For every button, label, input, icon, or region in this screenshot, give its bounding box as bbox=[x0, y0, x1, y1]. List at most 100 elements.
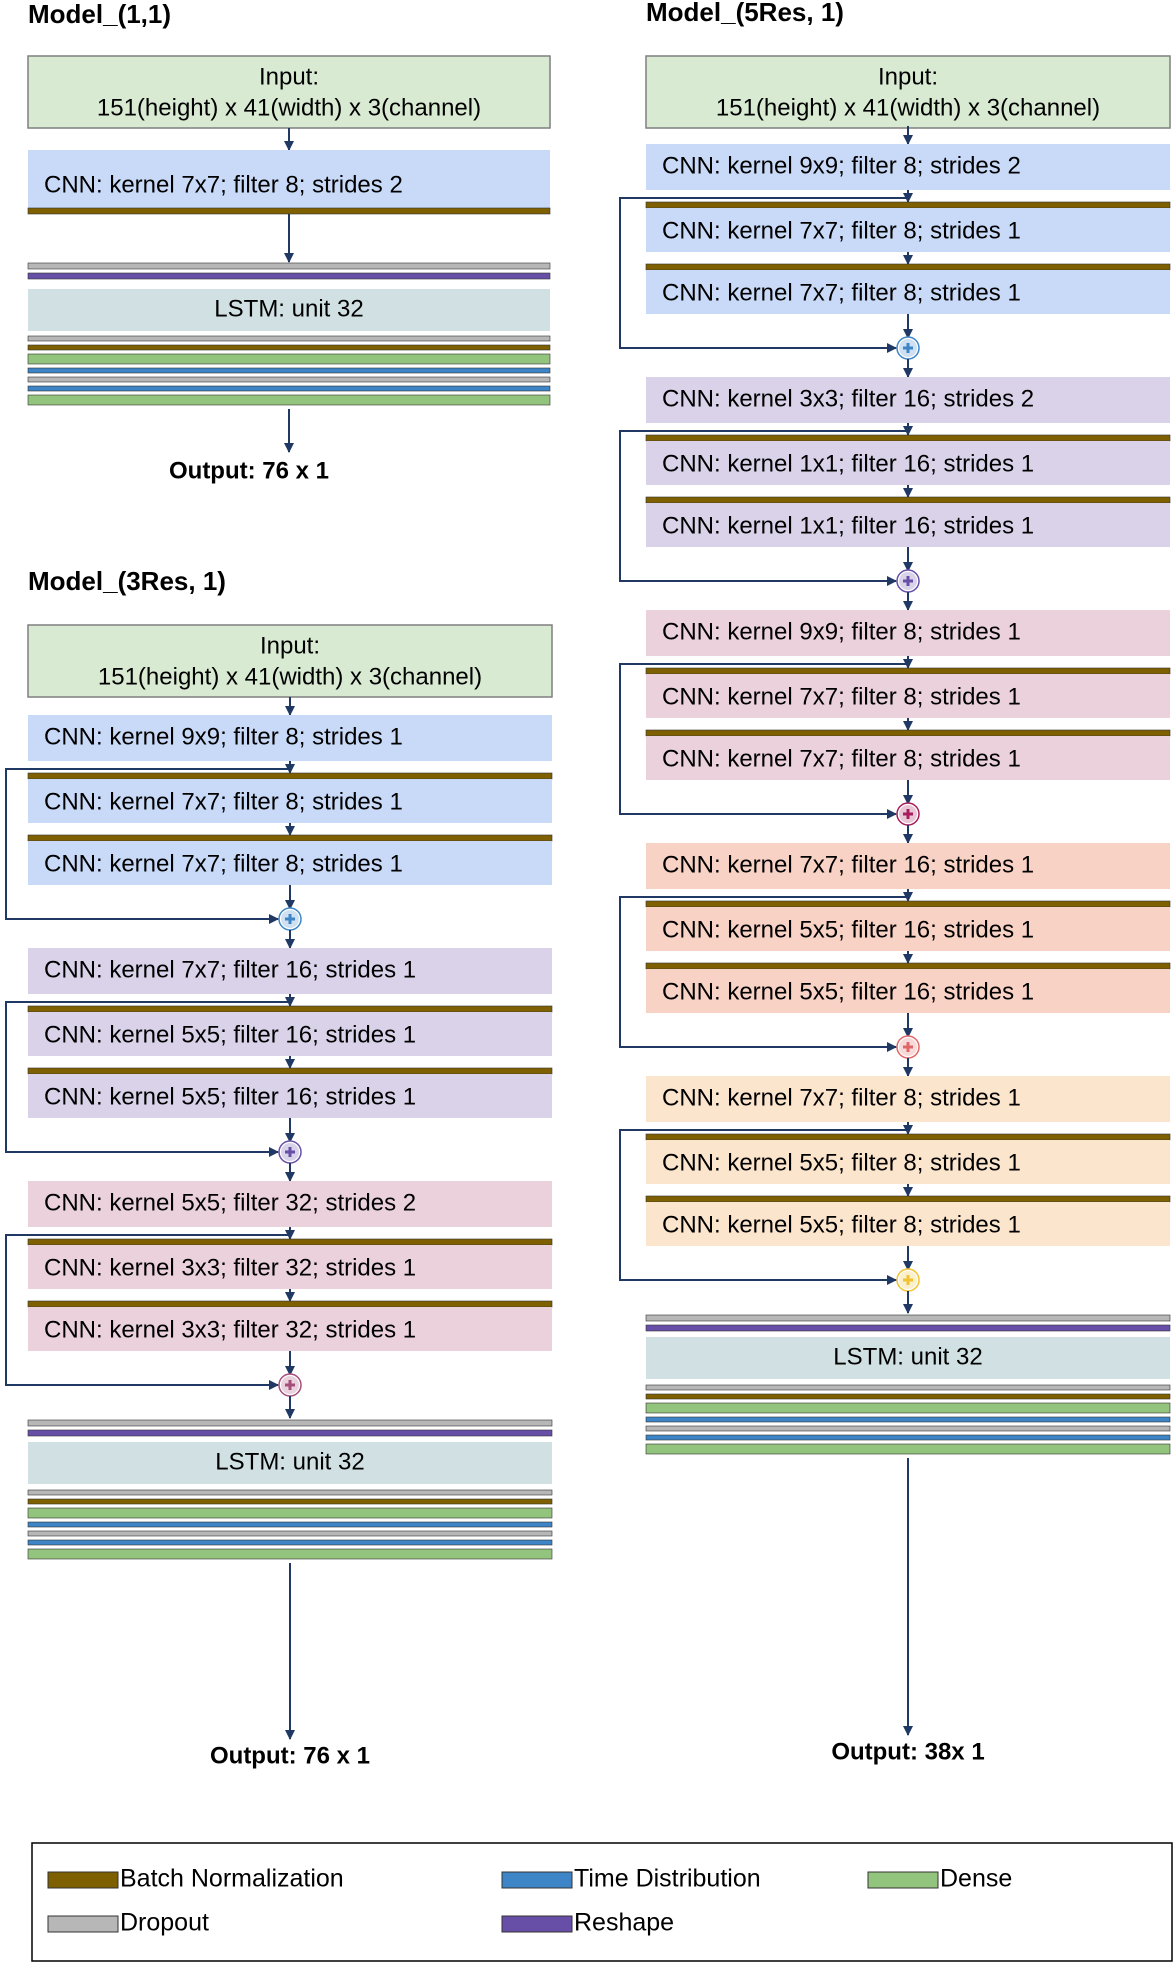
batchnorm-layer bbox=[645, 1195, 1171, 1203]
dense-layer bbox=[27, 394, 551, 406]
skip-connection bbox=[5, 1234, 290, 1390]
batchnorm-layer bbox=[27, 207, 551, 215]
batchnorm-layer bbox=[645, 729, 1171, 737]
legend-label: Reshape bbox=[574, 1909, 674, 1937]
batchnorm-layer bbox=[27, 1005, 553, 1013]
timedist-layer bbox=[27, 1539, 553, 1546]
cnn-label: CNN: kernel 7x7; filter 8; strides 1 bbox=[662, 683, 1021, 710]
timedist-layer bbox=[645, 1434, 1171, 1441]
legend-label: Time Distribution bbox=[574, 1865, 761, 1893]
skip-connection bbox=[619, 197, 908, 353]
output-label: Output: 76 x 1 bbox=[210, 1742, 370, 1769]
cnn-label: CNN: kernel 7x7; filter 16; strides 1 bbox=[44, 956, 416, 983]
cnn-label: CNN: kernel 9x9; filter 8; strides 2 bbox=[662, 152, 1021, 179]
batchnorm-layer bbox=[645, 496, 1171, 504]
dropout-layer bbox=[645, 1384, 1171, 1391]
cnn-layer bbox=[646, 969, 1170, 1013]
dropout-layer bbox=[27, 1419, 553, 1427]
cnn-layer bbox=[28, 1181, 552, 1227]
cnn-layer bbox=[28, 841, 552, 885]
lstm-label: LSTM: unit 32 bbox=[214, 295, 363, 322]
batchnorm-layer bbox=[645, 201, 1171, 209]
timedist-layer bbox=[27, 385, 551, 392]
cnn-label: CNN: kernel 5x5; filter 16; strides 1 bbox=[44, 1083, 416, 1110]
cnn-label: CNN: kernel 7x7; filter 16; strides 1 bbox=[662, 851, 1034, 878]
cnn-layer bbox=[646, 736, 1170, 780]
cnn-layer bbox=[646, 208, 1170, 252]
batchnorm-layer bbox=[645, 667, 1171, 675]
cnn-layer bbox=[646, 441, 1170, 485]
dropout-layer bbox=[645, 1314, 1171, 1322]
skip-connection bbox=[5, 1001, 290, 1157]
cnn-label: CNN: kernel 7x7; filter 8; strides 1 bbox=[44, 850, 403, 877]
cnn-layer bbox=[28, 1245, 552, 1289]
lstm-layer bbox=[28, 1442, 552, 1484]
cnn-layer bbox=[646, 1140, 1170, 1184]
plus-icon bbox=[285, 914, 295, 924]
cnn-label: CNN: kernel 5x5; filter 16; strides 1 bbox=[662, 916, 1034, 943]
batchnorm-layer bbox=[27, 1238, 553, 1246]
input-shape: 151(height) x 41(width) x 3(channel) bbox=[97, 94, 481, 121]
cnn-layer bbox=[646, 1076, 1170, 1122]
plus-icon bbox=[903, 1275, 913, 1285]
legend-label: Dropout bbox=[120, 1909, 209, 1937]
cnn-layer bbox=[28, 1012, 552, 1056]
cnn-layer bbox=[28, 150, 550, 208]
lstm-label: LSTM: unit 32 bbox=[215, 1448, 364, 1475]
cnn-layer bbox=[646, 674, 1170, 718]
legend-box bbox=[31, 1842, 1173, 1962]
dense-layer bbox=[27, 1507, 553, 1519]
batchnorm-layer bbox=[27, 1067, 553, 1075]
cnn-layer bbox=[646, 503, 1170, 547]
skip-connection bbox=[619, 663, 908, 819]
batchnorm-layer bbox=[27, 772, 553, 780]
cnn-layer bbox=[646, 610, 1170, 656]
cnn-layer bbox=[28, 715, 552, 761]
input-shape: 151(height) x 41(width) x 3(channel) bbox=[716, 94, 1100, 121]
timedist-swatch bbox=[501, 1871, 573, 1889]
batchnorm-layer bbox=[645, 434, 1171, 442]
model-title: Model_(1,1) bbox=[28, 0, 171, 29]
batchnorm-layer bbox=[645, 900, 1171, 908]
input-box bbox=[27, 55, 551, 129]
plus-icon bbox=[285, 1380, 295, 1390]
model-title: Model_(5Res, 1) bbox=[646, 0, 844, 27]
legend-label: Batch Normalization bbox=[120, 1865, 344, 1893]
dropout-layer bbox=[27, 1530, 553, 1537]
lstm-label: LSTM: unit 32 bbox=[833, 1343, 982, 1370]
skip-connection bbox=[5, 768, 290, 924]
cnn-label: CNN: kernel 9x9; filter 8; strides 1 bbox=[44, 723, 403, 750]
dense-layer bbox=[645, 1443, 1171, 1455]
cnn-label: CNN: kernel 3x3; filter 32; strides 1 bbox=[44, 1254, 416, 1281]
cnn-label: CNN: kernel 7x7; filter 8; strides 1 bbox=[662, 1084, 1021, 1111]
cnn-label: CNN: kernel 3x3; filter 32; strides 1 bbox=[44, 1316, 416, 1343]
timedist-layer bbox=[645, 1416, 1171, 1423]
reshape-layer bbox=[27, 1429, 553, 1437]
timedist-layer bbox=[27, 1521, 553, 1528]
reshape-layer bbox=[27, 272, 551, 280]
skip-connection bbox=[619, 1129, 908, 1285]
cnn-label: CNN: kernel 7x7; filter 8; strides 1 bbox=[662, 217, 1021, 244]
batchnorm-layer bbox=[645, 263, 1171, 271]
cnn-layer bbox=[28, 948, 552, 994]
cnn-label: CNN: kernel 3x3; filter 16; strides 2 bbox=[662, 385, 1034, 412]
dropout-layer bbox=[27, 262, 551, 270]
cnn-label: CNN: kernel 1x1; filter 16; strides 1 bbox=[662, 450, 1034, 477]
model-title: Model_(3Res, 1) bbox=[28, 566, 226, 596]
input-shape: 151(height) x 41(width) x 3(channel) bbox=[98, 663, 482, 690]
dropout-layer bbox=[645, 1425, 1171, 1432]
lstm-layer bbox=[646, 1337, 1170, 1379]
cnn-label: CNN: kernel 7x7; filter 8; strides 1 bbox=[44, 788, 403, 815]
batchnorm-layer bbox=[645, 962, 1171, 970]
reshape-layer bbox=[645, 1324, 1171, 1332]
cnn-label: CNN: kernel 1x1; filter 16; strides 1 bbox=[662, 512, 1034, 539]
dropout-swatch bbox=[47, 1915, 119, 1933]
batchnorm-swatch bbox=[47, 1871, 119, 1889]
batchnorm-layer bbox=[27, 834, 553, 842]
output-label: Output: 38x 1 bbox=[831, 1738, 984, 1765]
plus-icon bbox=[903, 1042, 913, 1052]
cnn-layer bbox=[28, 1074, 552, 1118]
dropout-layer bbox=[27, 376, 551, 383]
cnn-label: CNN: kernel 5x5; filter 32; strides 2 bbox=[44, 1189, 416, 1216]
output-label: Output: 76 x 1 bbox=[169, 457, 329, 484]
